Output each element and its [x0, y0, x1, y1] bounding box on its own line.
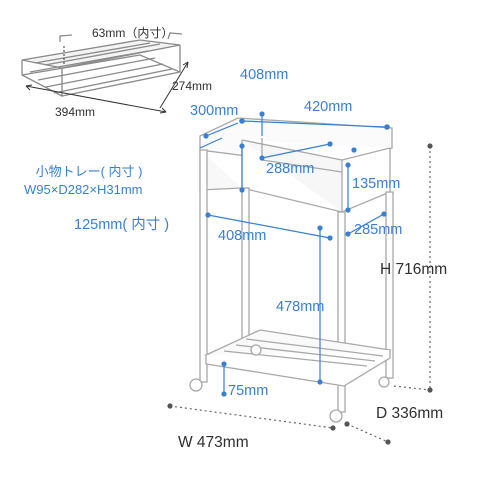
- small-tray-title: 小物トレー( 内寸 ): [35, 164, 143, 179]
- small-tray-height-label: 125mm( 内寸 ): [74, 217, 170, 233]
- clearance-label: 478mm: [276, 299, 325, 315]
- top-width-label: 420mm: [304, 99, 353, 115]
- tray-dimension-lines: [25, 46, 189, 114]
- box-height-label: 135mm: [352, 176, 401, 192]
- total-width-label: W 473mm: [178, 434, 249, 451]
- tray-inner-height-label: 63mm（内寸）: [92, 26, 174, 40]
- top-inner-width-label: 408mm: [240, 67, 289, 83]
- small-tray-note: 小物トレー( 内寸 ) W95×D282×H31mm: [24, 163, 143, 199]
- total-height-label: H 716mm: [380, 261, 448, 278]
- divider-depth-label: 288mm: [266, 161, 315, 177]
- tray-depth-label: 274mm: [172, 79, 213, 93]
- lower-width-label: 408mm: [218, 228, 267, 244]
- blue-dimension-lines: [199, 111, 390, 397]
- bottom-gap-label: 75mm: [228, 383, 269, 399]
- tray-width-label: 394mm: [55, 105, 96, 119]
- total-depth-label: D 336mm: [376, 405, 444, 422]
- top-depth-label: 300mm: [190, 103, 239, 119]
- small-tray-size: W95×D282×H31mm: [24, 182, 143, 197]
- tray-drawing: [21, 32, 183, 98]
- overall-dimension-lines: [167, 143, 433, 445]
- lower-depth-label: 285mm: [354, 222, 403, 238]
- wagon-drawing: [189, 117, 394, 423]
